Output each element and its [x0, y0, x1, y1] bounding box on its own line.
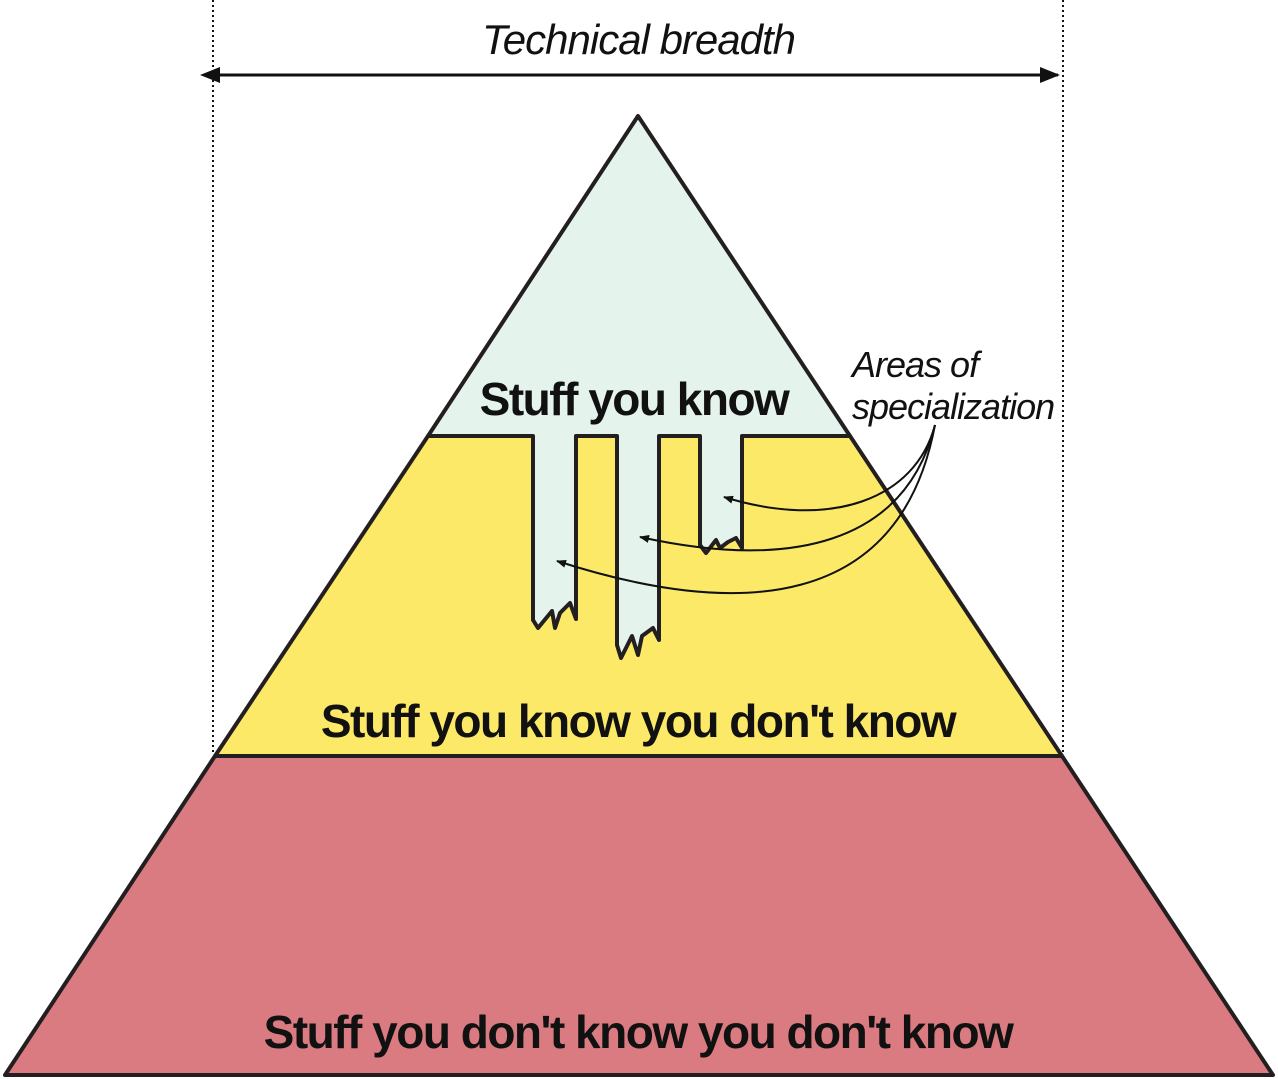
label-known: Stuff you know	[479, 373, 790, 425]
breadth-label: Technical breadth	[482, 16, 796, 63]
annotation-line-2: specialization	[852, 386, 1055, 427]
label-known-unknowns: Stuff you know you don't know	[320, 695, 957, 747]
layer-known	[426, 114, 852, 660]
specialization-arrow-2	[639, 424, 936, 552]
label-unknown-unknowns: Stuff you don't know you don't know	[263, 1006, 1014, 1058]
annotation-line-1: Areas of	[852, 344, 979, 385]
specialization-arrow-3	[556, 424, 936, 595]
specialization-arrow-1	[723, 424, 936, 512]
